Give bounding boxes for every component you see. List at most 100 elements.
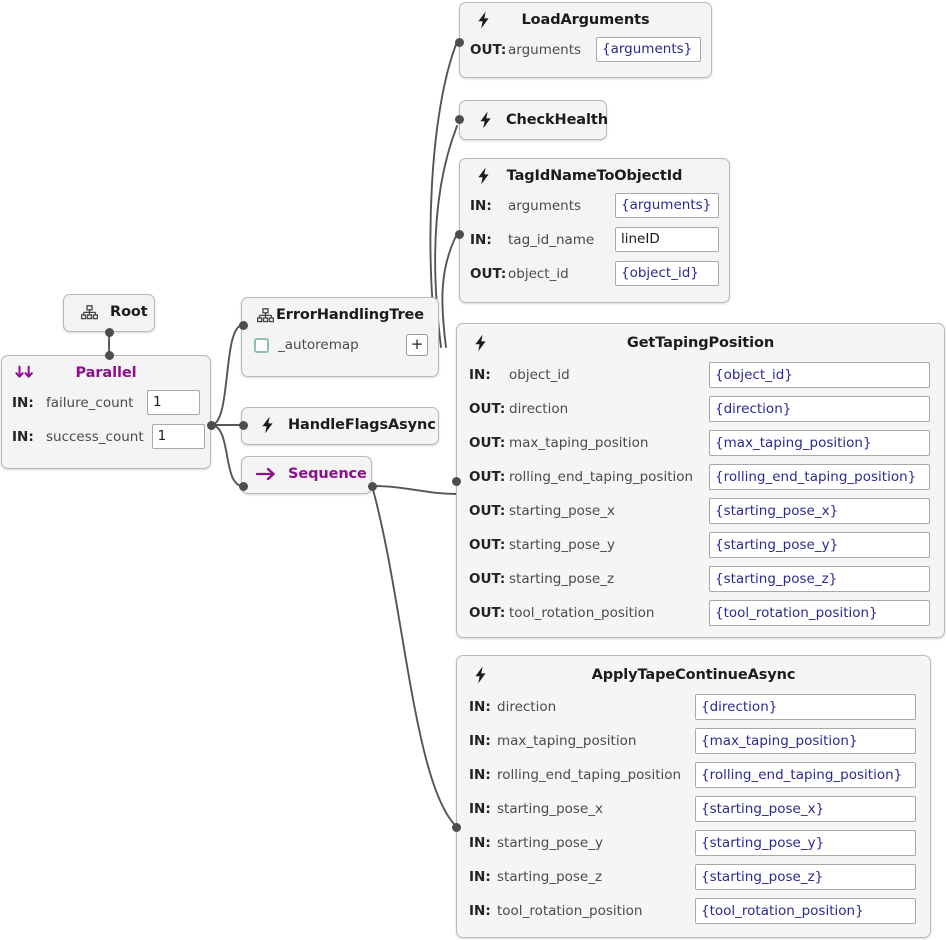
- port-value-field[interactable]: {arguments}: [596, 37, 701, 62]
- port-direction: IN:: [469, 767, 491, 783]
- port-direction: IN:: [470, 231, 492, 248]
- port-row: OUT: tool_rotation_position {tool_rotati…: [469, 600, 930, 626]
- port-direction: OUT:: [469, 435, 506, 451]
- port-errorhandlingtree-in[interactable]: [239, 321, 248, 330]
- port-value-field[interactable]: {object_id}: [615, 261, 719, 286]
- port-value-field[interactable]: {starting_pose_y}: [709, 532, 930, 558]
- node-gettapingposition[interactable]: GetTapingPosition IN: object_id {object_…: [456, 323, 945, 638]
- node-loadarguments-header: LoadArguments: [460, 3, 711, 37]
- port-row: IN: rolling_end_taping_position {rolling…: [469, 762, 916, 788]
- edge-parallel-sequence: [210, 424, 244, 487]
- port-parallel-in[interactable]: [105, 351, 114, 360]
- port-direction: IN:: [469, 903, 491, 919]
- port-loadarguments-in[interactable]: [455, 38, 464, 47]
- port-row: IN: tag_id_name lineID: [470, 227, 719, 252]
- action-bolt-icon: [472, 11, 494, 29]
- node-loadarguments-title: LoadArguments: [521, 12, 650, 28]
- port-applytapecontinueasync-in[interactable]: [452, 823, 461, 832]
- port-value-field[interactable]: {tool_rotation_position}: [695, 898, 916, 924]
- port-direction: OUT:: [469, 469, 506, 485]
- port-value-field[interactable]: {object_id}: [709, 362, 930, 388]
- port-value-field[interactable]: {rolling_end_taping_position}: [695, 762, 916, 788]
- action-bolt-icon: [472, 167, 494, 185]
- port-name: starting_pose_z: [509, 571, 615, 587]
- edge-sequence-gettapingposition: [371, 485, 459, 495]
- port-tagidnametoobjectid-in[interactable]: [455, 230, 464, 239]
- port-row: IN: starting_pose_y {starting_pose_y}: [469, 830, 916, 856]
- subtree-icon: [254, 307, 276, 323]
- port-value-field[interactable]: {tool_rotation_position}: [709, 600, 930, 626]
- node-tagidnametoobjectid-title: TagIdNameToObjectId: [506, 168, 683, 184]
- node-handleflagsasync[interactable]: HandleFlagsAsync: [241, 407, 439, 445]
- port-value-field[interactable]: {starting_pose_y}: [695, 830, 916, 856]
- autoremap-checkbox[interactable]: [254, 337, 269, 353]
- port-value-field[interactable]: {starting_pose_x}: [709, 498, 930, 524]
- port-root-out[interactable]: [105, 328, 114, 337]
- port-value-field[interactable]: {starting_pose_z}: [709, 566, 930, 592]
- port-checkhealth-in[interactable]: [455, 115, 464, 124]
- node-applytapecontinueasync-title: ApplyTapeContinueAsync: [591, 667, 796, 683]
- port-name: max_taping_position: [497, 733, 637, 749]
- port-value-field[interactable]: {direction}: [695, 694, 916, 720]
- port-row: IN: starting_pose_z {starting_pose_z}: [469, 864, 916, 890]
- port-value-field[interactable]: {max_taping_position}: [695, 728, 916, 754]
- node-loadarguments[interactable]: LoadArguments OUT: arguments {arguments}: [459, 2, 712, 78]
- port-value-field[interactable]: {arguments}: [615, 193, 719, 218]
- port-row: OUT: direction {direction}: [469, 396, 930, 422]
- port-sequence-out[interactable]: [368, 482, 377, 491]
- port-name: max_taping_position: [509, 435, 649, 451]
- node-tagidnametoobjectid[interactable]: TagIdNameToObjectId IN: arguments {argum…: [459, 158, 730, 303]
- sequence-arrow-icon: [256, 467, 278, 481]
- node-root[interactable]: Root: [63, 294, 155, 332]
- port-row: IN: max_taping_position {max_taping_posi…: [469, 728, 916, 754]
- port-value-field[interactable]: {starting_pose_z}: [695, 864, 916, 890]
- port-name: object_id: [509, 367, 570, 383]
- edge-errorhandlingtree-tagidnametoobjectid: [441, 233, 458, 348]
- port-value-field[interactable]: {direction}: [709, 396, 930, 422]
- node-gettapingposition-title: GetTapingPosition: [626, 335, 775, 351]
- port-direction: IN:: [469, 835, 491, 851]
- port-value-field[interactable]: {rolling_end_taping_position}: [709, 464, 930, 490]
- port-value-field[interactable]: 1: [147, 390, 200, 415]
- edge-sequence-applytapecontinueasync: [371, 485, 459, 829]
- port-direction: IN:: [469, 699, 491, 715]
- node-tagidnametoobjectid-ports: IN: arguments {arguments} IN: tag_id_nam…: [460, 193, 729, 295]
- port-parallel-out[interactable]: [207, 421, 216, 430]
- port-value-field[interactable]: lineID: [615, 227, 719, 252]
- port-direction: IN:: [469, 733, 491, 749]
- port-name: arguments: [508, 41, 582, 58]
- port-gettapingposition-in[interactable]: [452, 477, 461, 486]
- node-errorhandlingtree-title: ErrorHandlingTree: [276, 307, 425, 323]
- node-root-header: Root: [64, 295, 154, 329]
- port-direction: OUT:: [469, 503, 506, 519]
- node-checkhealth[interactable]: CheckHealth: [459, 100, 608, 140]
- node-sequence[interactable]: Sequence: [241, 456, 372, 494]
- node-errorhandlingtree[interactable]: ErrorHandlingTree _autoremap +: [241, 297, 439, 377]
- port-name: starting_pose_x: [509, 503, 615, 519]
- node-gettapingposition-ports: IN: object_id {object_id} OUT: direction…: [457, 362, 944, 636]
- node-errorhandlingtree-header: ErrorHandlingTree: [242, 298, 438, 332]
- port-name: tool_rotation_position: [497, 903, 643, 919]
- node-root-title: Root: [110, 304, 148, 320]
- autoremap-label: _autoremap: [278, 337, 359, 353]
- port-name: failure_count: [46, 394, 134, 411]
- node-loadarguments-ports: OUT: arguments {arguments}: [460, 37, 711, 71]
- node-parallel[interactable]: Parallel IN: failure_count 1 IN: success…: [1, 355, 211, 469]
- expand-subtree-button[interactable]: +: [406, 334, 428, 356]
- port-value-field[interactable]: 1: [151, 424, 205, 449]
- action-bolt-icon: [474, 111, 496, 129]
- port-name: rolling_end_taping_position: [497, 767, 682, 783]
- port-handleflagsasync-in[interactable]: [239, 421, 248, 430]
- port-value-field[interactable]: {max_taping_position}: [709, 430, 930, 456]
- subtree-icon: [78, 304, 100, 320]
- port-sequence-in[interactable]: [239, 482, 248, 491]
- port-name: starting_pose_y: [509, 537, 615, 553]
- edge-parallel-errorhandlingtree: [210, 324, 244, 426]
- port-value-field[interactable]: {starting_pose_x}: [695, 796, 916, 822]
- port-name: tool_rotation_position: [509, 605, 655, 621]
- node-sequence-title: Sequence: [288, 466, 367, 482]
- port-row: IN: starting_pose_x {starting_pose_x}: [469, 796, 916, 822]
- port-name: success_count: [46, 428, 144, 445]
- node-applytapecontinueasync[interactable]: ApplyTapeContinueAsync IN: direction {di…: [456, 655, 931, 938]
